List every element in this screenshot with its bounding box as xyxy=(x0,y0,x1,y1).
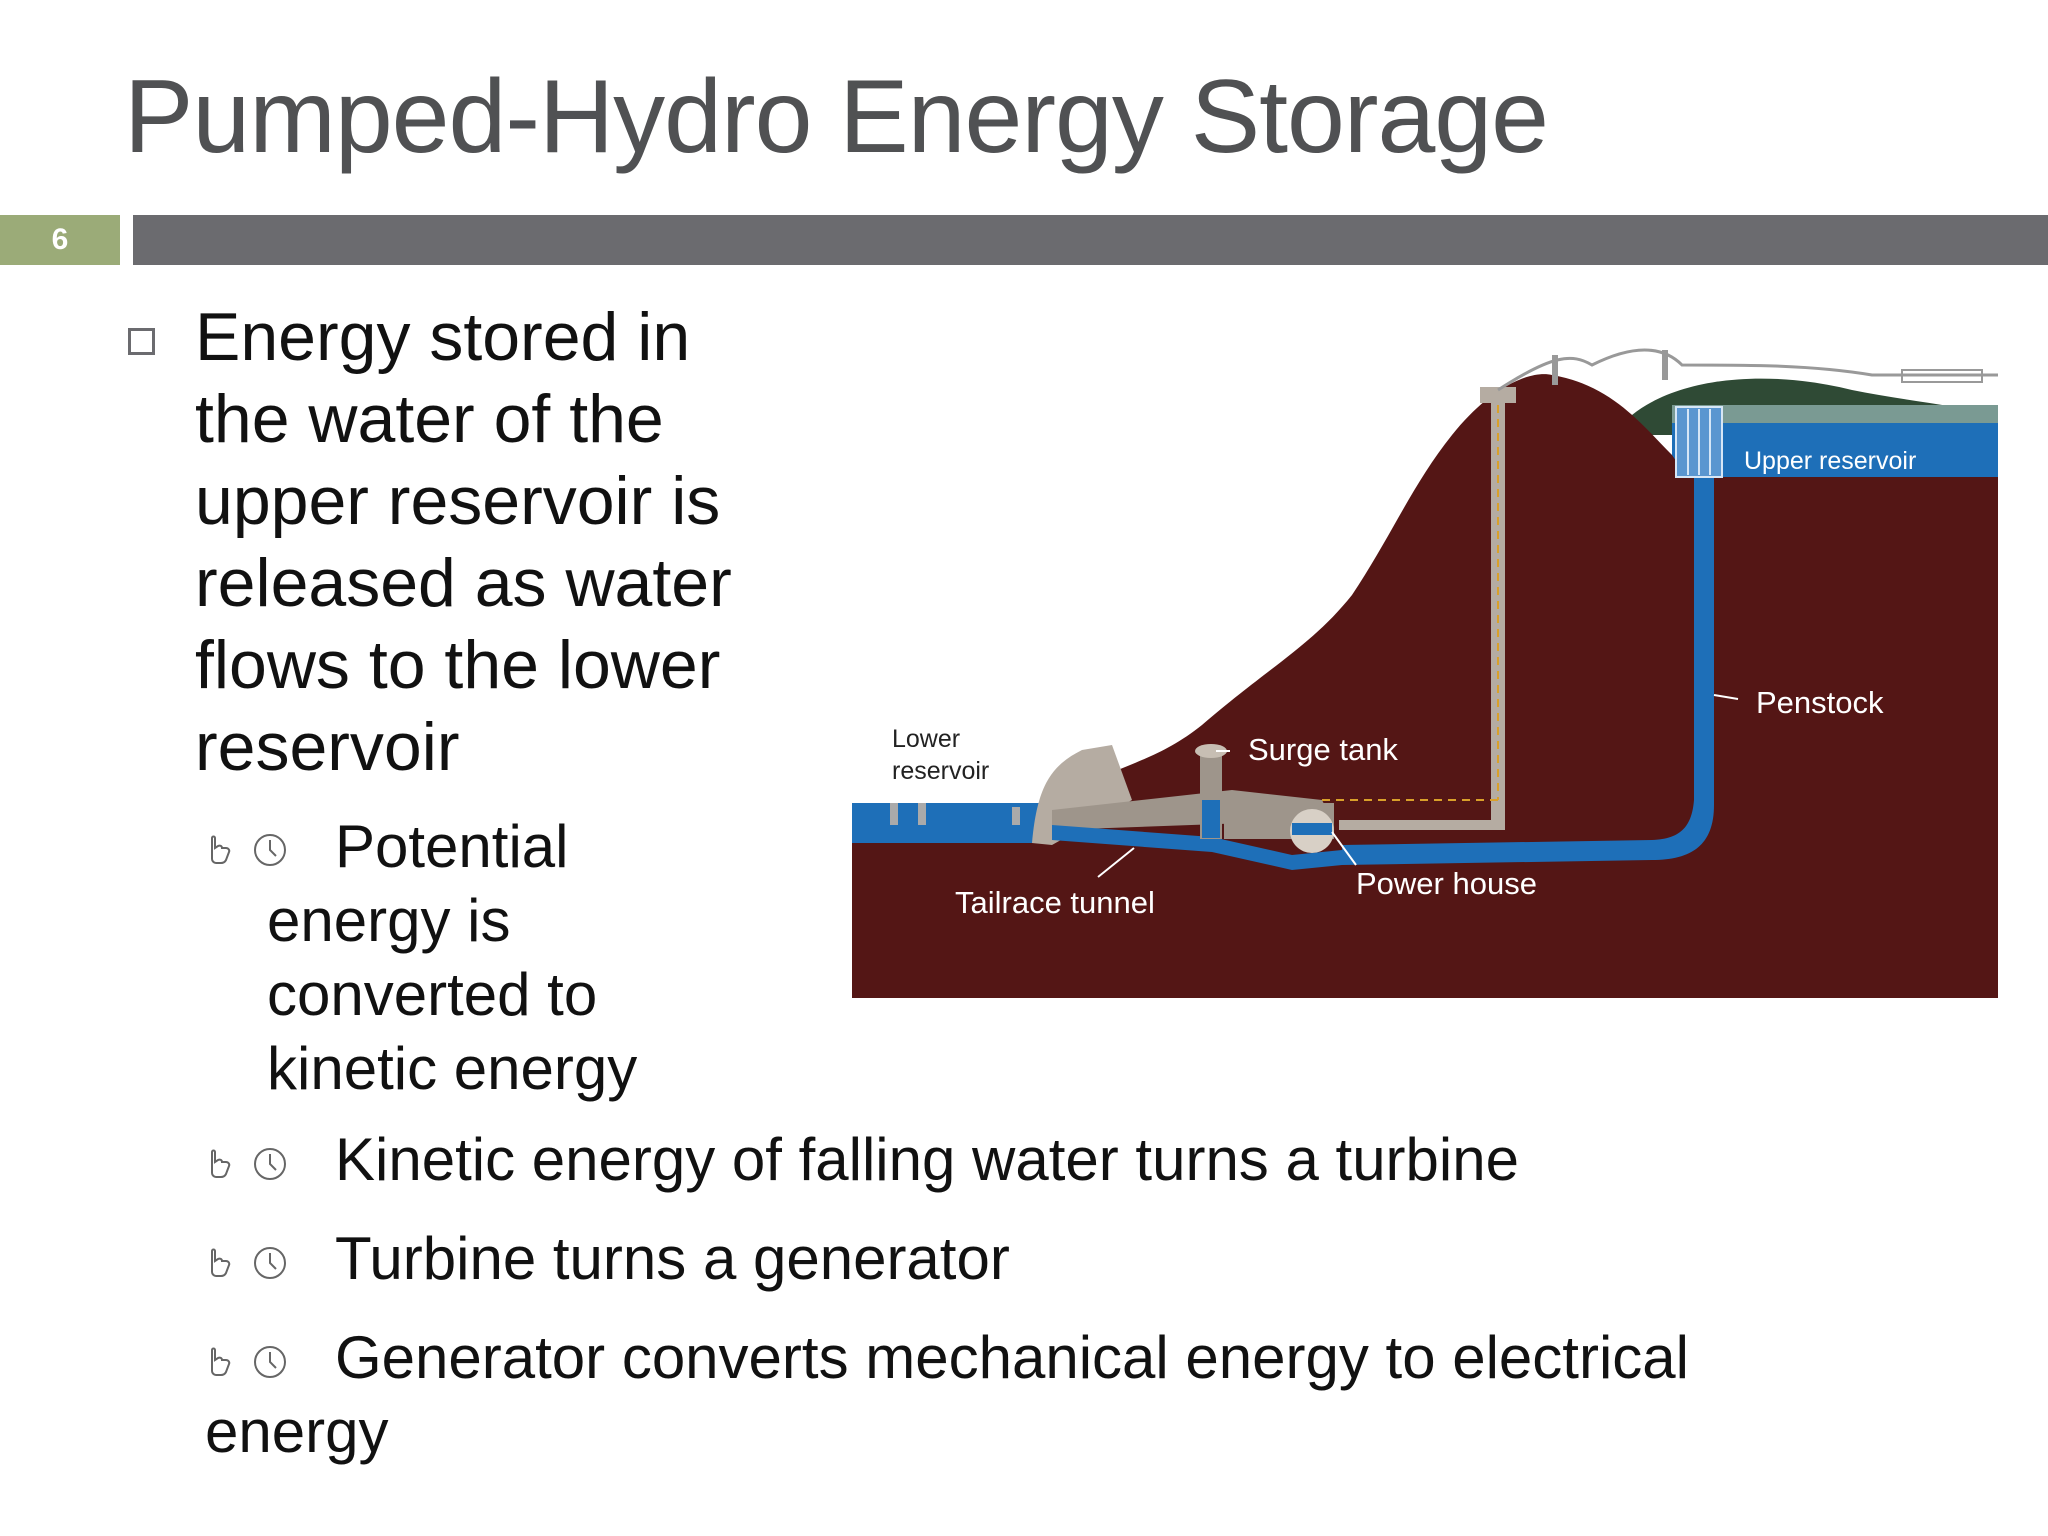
tailrace-tunnel-pipe xyxy=(1052,825,1342,870)
clock-icon xyxy=(254,1346,286,1378)
hand-pointer-icon xyxy=(211,835,231,864)
upper-reservoir-surface xyxy=(1672,405,1998,425)
main-bullet-text: Energy stored in the water of the upper … xyxy=(195,299,732,785)
hand-pointer-icon xyxy=(211,1248,231,1277)
title-divider-bar xyxy=(133,215,2048,265)
diagram-drawing xyxy=(852,345,1998,998)
hand-pointer-icon xyxy=(211,1347,231,1376)
slide-title: Pumped-Hydro Energy Storage xyxy=(124,59,1549,175)
sub-bullet-marker xyxy=(206,1146,288,1182)
sub-bullet-3-text: Turbine turns a generator xyxy=(335,1225,1010,1292)
label-power-house: Power house xyxy=(1356,866,1537,901)
sub-bullet-2-text: Kinetic energy of falling water turns a … xyxy=(335,1126,1519,1193)
sub-bullet-4-text: Generator converts mechanical energy to … xyxy=(205,1324,1689,1465)
access-shaft xyxy=(1491,397,1505,827)
label-upper-reservoir: Upper reservoir xyxy=(1744,447,1917,475)
clock-icon xyxy=(254,834,286,866)
sub-bullet-marker xyxy=(206,832,288,868)
upper-reservoir-water xyxy=(1672,423,1998,477)
sub-bullet-marker xyxy=(206,1245,288,1281)
square-bullet-icon xyxy=(128,328,155,355)
label-surge-tank: Surge tank xyxy=(1248,732,1398,767)
slide-number: 6 xyxy=(51,223,69,256)
lower-reservoir-water xyxy=(852,803,1052,843)
label-lower-reservoir: Lower reservoir xyxy=(892,725,990,785)
clock-icon xyxy=(254,1148,286,1180)
transmission-line xyxy=(1497,348,1998,392)
clock-icon xyxy=(254,1247,286,1279)
label-penstock: Penstock xyxy=(1756,685,1884,720)
label-tailrace-tunnel: Tailrace tunnel xyxy=(955,885,1155,920)
pumped-hydro-diagram: Upper reservoir Penstock Surge tank Lowe… xyxy=(852,345,1998,998)
hand-pointer-icon xyxy=(211,1149,231,1178)
slide-number-badge: 6 xyxy=(0,215,120,265)
sub-bullet-marker xyxy=(206,1344,288,1380)
sub-bullet-1-text: Potential energy is converted to kinetic… xyxy=(267,813,638,1102)
